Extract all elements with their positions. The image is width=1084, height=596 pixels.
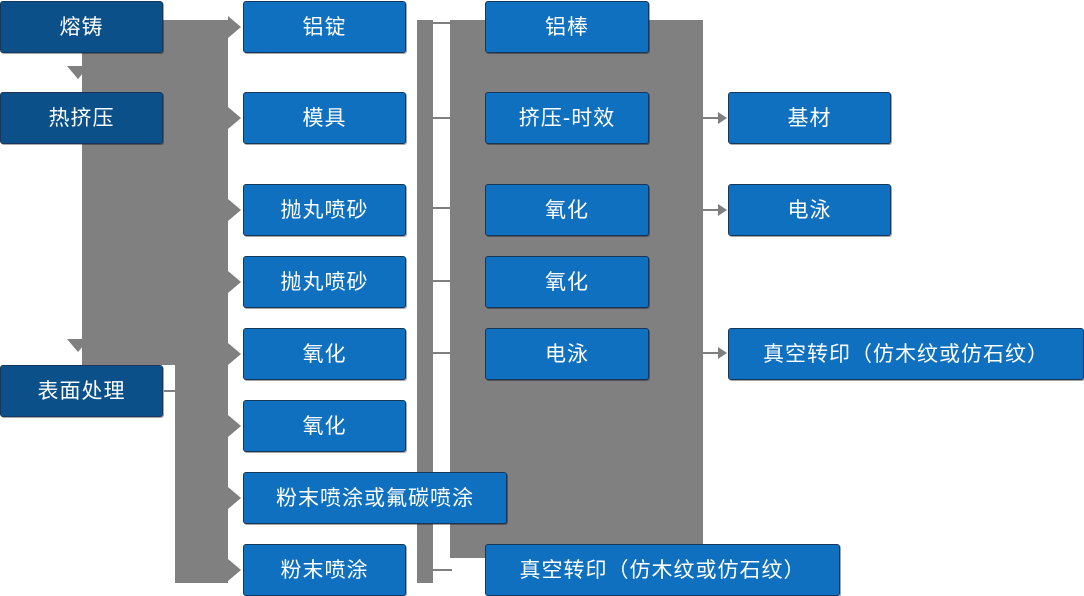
gray-arrow-to-shot-blasting-2	[228, 271, 241, 293]
gray-arrow-to-mould	[228, 107, 241, 129]
c3-oxidation-2[interactable]: 氧化	[485, 256, 649, 308]
connector-gray-left-upper	[82, 20, 228, 365]
c2-oxidation-1-label: 氧化	[302, 341, 347, 366]
c3-electrophoresis[interactable]: 电泳	[485, 328, 649, 380]
c4-vacuum-transfer-label: 真空转印（仿木纹或仿石纹）	[763, 341, 1049, 366]
c3-oxidation-1[interactable]: 氧化	[485, 184, 649, 236]
stage-hot-extrusion[interactable]: 热挤压	[0, 92, 163, 144]
c2-oxidation-1[interactable]: 氧化	[243, 328, 406, 380]
connector-stub-melting	[163, 20, 183, 35]
stage-melting[interactable]: 熔铸	[0, 1, 163, 53]
c3-extrusion-aging[interactable]: 挤压-时效	[485, 92, 649, 144]
gray-arrow-to-powder-coating	[228, 559, 241, 581]
connector-gray-left-lower	[175, 365, 228, 583]
tick-line-electrophoresis-mid	[433, 352, 452, 354]
stage-melting-label: 熔铸	[59, 14, 104, 39]
arrow-to-electrophoresis-right	[703, 204, 727, 216]
c2-shot-blasting-1-label: 抛丸喷砂	[280, 197, 369, 222]
gray-arrow-down-to-surface-treatment	[67, 339, 89, 352]
gray-arrow-to-powder-or-pvdf	[228, 487, 241, 509]
c2-aluminum-ingot-label: 铝锭	[302, 14, 347, 39]
c2-mould-label: 模具	[302, 105, 347, 130]
c2-shot-blasting-2[interactable]: 抛丸喷砂	[243, 256, 406, 308]
c3-oxidation-2-label: 氧化	[545, 269, 589, 294]
c4-base-material[interactable]: 基材	[728, 92, 891, 144]
c2-powder-or-pvdf-coating-label: 粉末喷涂或氟碳喷涂	[276, 485, 474, 510]
c3-aluminum-bar-label: 铝棒	[545, 14, 589, 39]
c3-aluminum-bar[interactable]: 铝棒	[485, 1, 649, 53]
c2-shot-blasting-1[interactable]: 抛丸喷砂	[243, 184, 406, 236]
connector-gray-mid-bar	[417, 20, 433, 583]
stage-hot-extrusion-label: 热挤压	[48, 105, 115, 130]
arrow-to-vacuum-transfer-right	[703, 347, 727, 359]
arrow-to-base-material	[703, 112, 727, 124]
c2-aluminum-ingot[interactable]: 铝锭	[243, 1, 406, 53]
c3-extrusion-aging-label: 挤压-时效	[518, 105, 616, 130]
gray-arrow-to-oxidation-2	[228, 415, 241, 437]
tick-line-vacuum-transfer-mid	[433, 569, 452, 571]
c4-electrophoresis-label: 电泳	[787, 197, 832, 222]
c2-powder-or-pvdf-coating[interactable]: 粉末喷涂或氟碳喷涂	[243, 472, 507, 524]
connector-line-surface-treatment	[164, 390, 178, 392]
c2-powder-coating-label: 粉末喷涂	[280, 557, 369, 582]
c3-vacuum-transfer-label: 真空转印（仿木纹或仿石纹）	[519, 557, 806, 582]
c2-powder-coating[interactable]: 粉末喷涂	[243, 544, 406, 596]
gray-arrow-down-to-hot-extrusion	[67, 66, 89, 79]
c3-vacuum-transfer[interactable]: 真空转印（仿木纹或仿石纹）	[485, 544, 840, 596]
c2-mould[interactable]: 模具	[243, 92, 406, 144]
c3-electrophoresis-label: 电泳	[545, 341, 589, 366]
tick-line-oxidation-mid-1	[433, 207, 452, 209]
tick-line-oxidation-mid-2	[433, 280, 452, 282]
gray-arrow-to-aluminum-ingot	[228, 16, 241, 38]
c2-oxidation-2[interactable]: 氧化	[243, 400, 406, 452]
c3-oxidation-1-label: 氧化	[545, 197, 589, 222]
stage-surface-treatment[interactable]: 表面处理	[0, 365, 163, 417]
tick-line-aluminum-bar	[433, 22, 452, 24]
c4-vacuum-transfer[interactable]: 真空转印（仿木纹或仿石纹）	[728, 328, 1084, 380]
stage-surface-treatment-label: 表面处理	[37, 378, 126, 403]
gray-arrow-to-oxidation-1	[228, 343, 241, 365]
gray-arrow-to-shot-blasting-1	[228, 199, 241, 221]
c2-oxidation-2-label: 氧化	[302, 413, 347, 438]
c4-electrophoresis[interactable]: 电泳	[728, 184, 891, 236]
c4-base-material-label: 基材	[787, 105, 832, 130]
tick-line-extrusion-aging	[433, 117, 452, 119]
c2-shot-blasting-2-label: 抛丸喷砂	[280, 269, 369, 294]
